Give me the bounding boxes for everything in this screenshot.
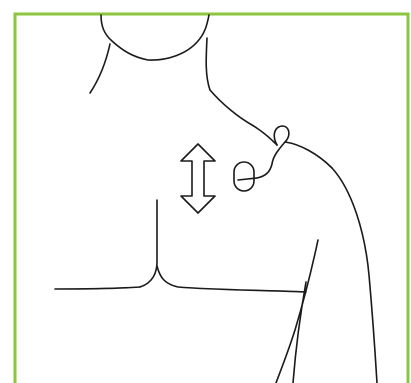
illustration-panel <box>0 0 411 383</box>
torso-diagram <box>0 0 411 383</box>
